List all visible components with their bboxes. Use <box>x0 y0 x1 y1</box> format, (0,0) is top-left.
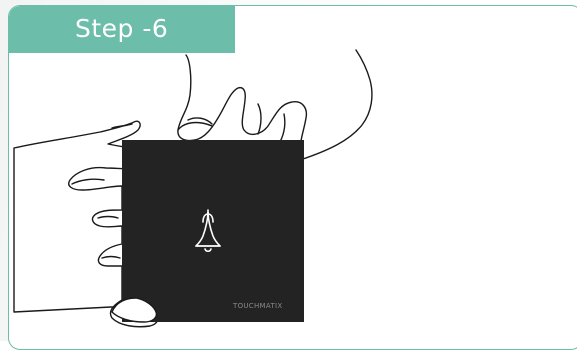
installation-illustration <box>0 0 577 341</box>
brand-logo-text: TOUCHMATIX <box>233 302 282 310</box>
switch-panel <box>122 140 304 322</box>
